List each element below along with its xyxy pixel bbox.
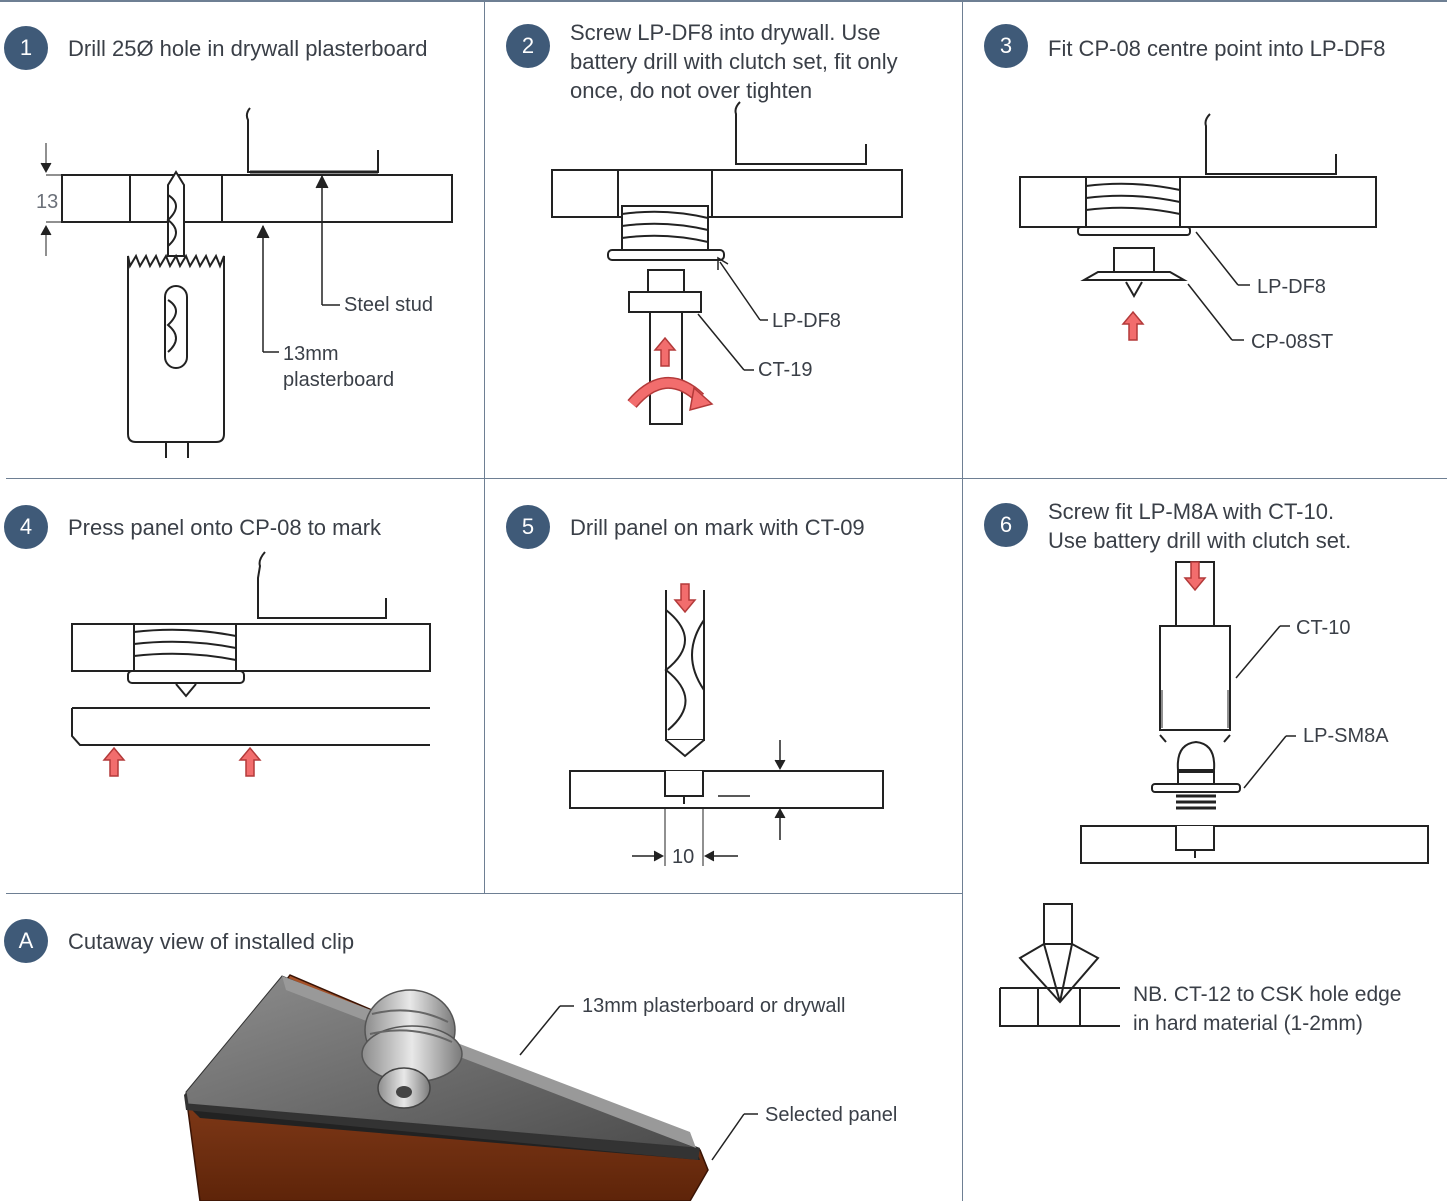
step1-plasterboard-label-2: plasterboard [283,369,395,391]
step-4-title: Press panel onto CP-08 to mark [68,515,382,540]
stepA-cutaway [184,974,758,1201]
step6-drawing [999,561,1429,1027]
step2-drawing [551,101,903,425]
divider-h1 [6,478,1447,479]
step-1-badge: 1 [4,26,48,70]
step-5-title: Drill panel on mark with CT-09 [570,515,865,540]
divider-v1-top [484,0,485,893]
step3-drawing [1019,113,1377,341]
step-5-badge: 5 [506,505,550,549]
step-1-title: Drill 25Ø hole in drywall plasterboard [68,36,428,61]
step1-steel-stud-label: Steel stud [344,294,433,316]
step-3-title: Fit CP-08 centre point into LP-DF8 [1048,36,1386,61]
step-6-badge: 6 [984,503,1028,547]
step6-ct10-label: CT-10 [1296,617,1351,639]
step-2-badge: 2 [506,24,550,68]
stepA-panel-label: Selected panel [765,1104,898,1126]
top-border [0,0,1447,2]
step-2-title: Screw LP-DF8 into drywall. Use battery d… [570,20,898,103]
divider-v2 [962,0,963,1201]
step5-drawing [569,590,884,866]
step1-plasterboard-label-1: 13mm [283,343,339,365]
step-a-badge: A [4,919,48,963]
step-4-badge: 4 [4,505,48,549]
step4-drawing [71,551,431,746]
step2-lp-df8-label: LP-DF8 [772,310,841,332]
step1-drawing [40,107,453,458]
stepA-drywall-label: 13mm plasterboard or drywall [582,995,846,1017]
step1-dim-label: 13 [36,191,59,213]
step-a-title: Cutaway view of installed clip [68,929,355,954]
step3-lp-df8-label: LP-DF8 [1257,276,1326,298]
step6-note-line-1: NB. CT-12 to CSK hole edge [1133,983,1402,1006]
step6-note-line-2: in hard material (1-2mm) [1133,1012,1363,1035]
divider-h2 [6,893,962,894]
step3-cp08st-label: CP-08ST [1251,331,1334,353]
step6-lp-sm8a-label: LP-SM8A [1303,725,1389,747]
step-6-title: Screw fit LP-M8A with CT-10. Use battery… [1048,499,1352,553]
step2-ct19-label: CT-19 [758,359,813,381]
step5-width-label: 10 [672,846,695,868]
step-3-badge: 3 [984,24,1028,68]
